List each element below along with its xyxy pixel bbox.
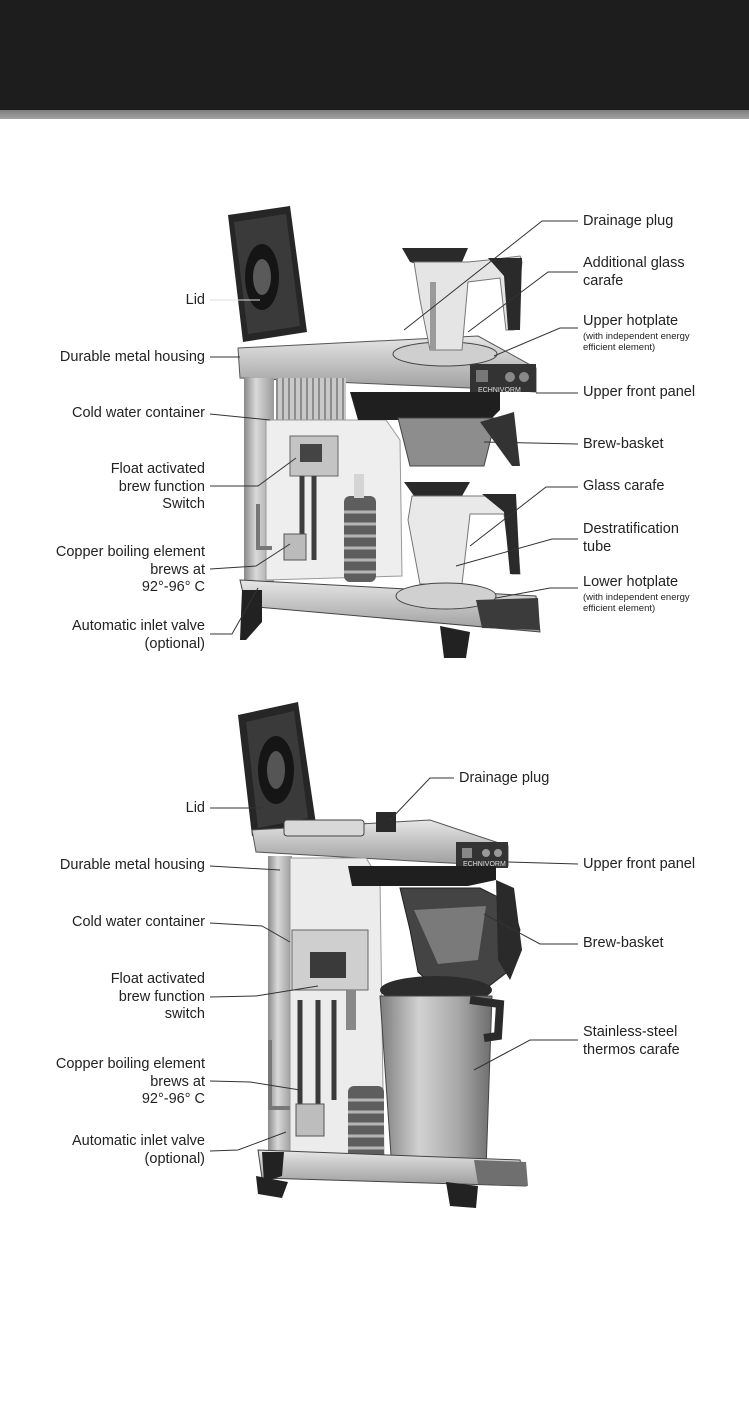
label-thermos-carafe: Stainless-steel thermos carafe: [583, 1024, 680, 1059]
label-inlet-line2: (optional): [144, 635, 205, 652]
label-destrat-line2: tube: [583, 538, 612, 555]
label-float-switch-top: Float activated brew function Switch: [30, 461, 205, 514]
label-housing-top: Durable metal housing: [59, 349, 205, 365]
label-inlet-valve-top: Automatic inlet valve (optional): [20, 618, 205, 653]
label-front-panel-bottom: Upper front panel: [583, 856, 696, 872]
label-lid-bottom: Lid: [185, 800, 205, 816]
label-destrat-line1: Destratification: [583, 521, 679, 537]
label-boil-line3: 92°-96° C: [141, 579, 205, 595]
label-lower-hot-sub2: efficient element): [583, 602, 656, 614]
label-inlet-b-line2: (optional): [144, 1150, 205, 1167]
label-boil-b-line3: 92°-96° C: [141, 1091, 205, 1107]
machine-top: ECHNIVORM: [228, 206, 541, 658]
label-destrat-tube: Destratification tube: [583, 521, 679, 556]
label-float-line3: Switch: [162, 496, 205, 512]
label-float-line1: Float activated: [110, 461, 205, 477]
label-lower-hot-title: Lower hotplate: [583, 574, 679, 590]
label-drainage-top: Drainage plug: [583, 213, 674, 229]
label-glass-carafe: Glass carafe: [583, 478, 665, 494]
header-bar: [0, 0, 749, 110]
label-float-b-line3: switch: [164, 1006, 205, 1022]
label-front-panel-top: Upper front panel: [583, 384, 696, 400]
label-cold-water-bottom: Cold water container: [72, 914, 205, 930]
label-boil-b-line2: brews at: [150, 1073, 205, 1090]
label-thermos-line2: thermos carafe: [583, 1041, 680, 1058]
label-upper-hot-title: Upper hotplate: [583, 313, 679, 329]
copper-coil-bottom: [348, 1086, 384, 1166]
label-brew-basket-bottom: Brew-basket: [583, 935, 664, 951]
label-additional-carafe: Additional glass carafe: [583, 255, 685, 290]
label-boiling-element-top: Copper boiling element brews at 92°-96° …: [20, 544, 205, 597]
svg-text:ECHNIVORM: ECHNIVORM: [478, 387, 521, 394]
label-add-carafe-line1: Additional glass: [583, 255, 685, 271]
label-drainage-bottom: Drainage plug: [459, 770, 550, 786]
label-lower-hotplate: Lower hotplate (with independent energy …: [583, 574, 690, 614]
label-boil-b-line1: Copper boiling element: [55, 1056, 205, 1072]
label-lower-hot-sub1: (with independent energy: [583, 591, 690, 603]
label-inlet-b-line1: Automatic inlet valve: [72, 1133, 205, 1149]
lid-top: [228, 206, 307, 342]
label-float-line2: brew function: [118, 478, 205, 495]
leader-lines-top: [209, 220, 579, 635]
copper-coil-top: [344, 474, 376, 582]
label-upper-hot-sub1: (with independent energy: [583, 330, 690, 342]
label-add-carafe-line2: carafe: [583, 272, 624, 289]
label-inlet-valve-bottom: Automatic inlet valve (optional): [20, 1133, 205, 1168]
header-stripe: [0, 110, 749, 119]
label-float-b-line1: Float activated: [110, 971, 205, 987]
label-float-b-line2: brew function: [118, 988, 205, 1005]
lid-bottom: [238, 702, 316, 836]
label-inlet-line1: Automatic inlet valve: [72, 618, 205, 634]
label-housing-bottom: Durable metal housing: [59, 857, 205, 873]
label-cold-water-top: Cold water container: [72, 405, 205, 421]
label-upper-hot-sub2: efficient element): [583, 341, 656, 353]
label-lid-top: Lid: [185, 292, 205, 308]
thermos-carafe: [379, 976, 505, 1178]
label-upper-hotplate: Upper hotplate (with independent energy …: [583, 313, 690, 353]
label-float-switch-bottom: Float activated brew function switch: [30, 971, 205, 1024]
machine-bottom: ECHNIVORM: [238, 702, 528, 1208]
label-boiling-element-bottom: Copper boiling element brews at 92°-96° …: [20, 1056, 205, 1109]
label-thermos-line1: Stainless-steel: [583, 1024, 678, 1040]
svg-text:ECHNIVORM: ECHNIVORM: [463, 861, 506, 868]
label-boil-line2: brews at: [150, 561, 205, 578]
label-boil-line1: Copper boiling element: [55, 544, 205, 560]
leader-lines-bottom: [209, 777, 579, 1152]
label-brew-basket-top: Brew-basket: [583, 436, 664, 452]
